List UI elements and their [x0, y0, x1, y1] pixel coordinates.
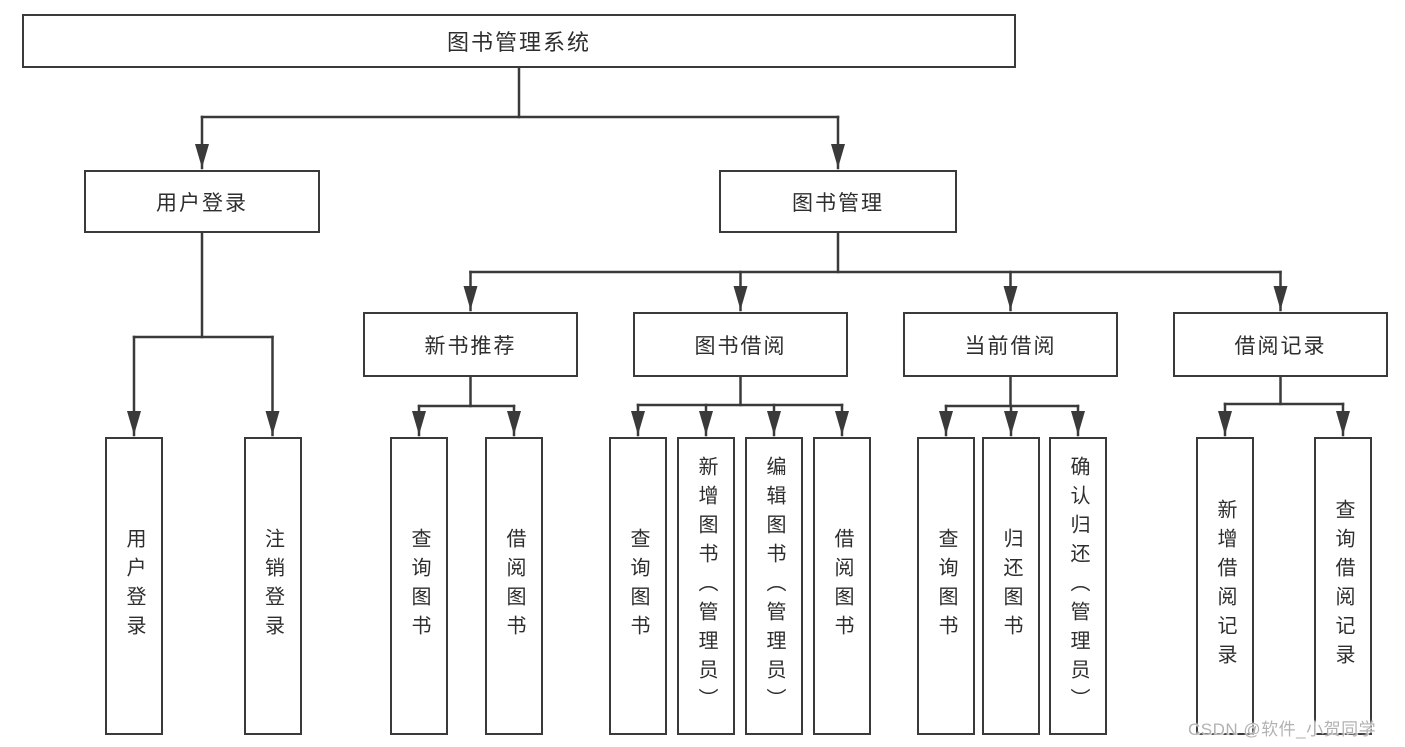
node-borrow-record: 借阅记录 [1173, 312, 1388, 377]
node-label: 新增图书（管理员） [695, 455, 717, 717]
node-root: 图书管理系统 [22, 14, 1016, 68]
node-new-book-rec: 新书推荐 [363, 312, 578, 377]
node-label: 图书管理 [792, 191, 884, 215]
node-user-login-leaf: 用户登录 [105, 437, 163, 735]
node-borrow-book-rec: 借阅图书 [485, 437, 543, 735]
node-add-book-admin: 新增图书（管理员） [677, 437, 735, 735]
node-label: 编辑图书（管理员） [763, 455, 785, 717]
node-label: 新增借阅记录 [1214, 499, 1236, 673]
csdn-watermark: CSDN @软件_小贺同学 [1188, 720, 1377, 739]
node-query-borrow-record: 查询借阅记录 [1314, 437, 1372, 735]
node-label: 查询图书 [935, 528, 957, 644]
node-query-book-rec: 查询图书 [390, 437, 448, 735]
node-label: 查询借阅记录 [1332, 499, 1354, 673]
node-query-book-borrow: 查询图书 [609, 437, 667, 735]
node-label: 新书推荐 [424, 334, 517, 358]
node-label: 查询图书 [627, 528, 649, 644]
node-label: 归还图书 [1000, 528, 1022, 644]
node-label: 借阅图书 [831, 528, 853, 644]
node-book-mgmt: 图书管理 [719, 170, 957, 233]
node-edit-book-admin: 编辑图书（管理员） [745, 437, 803, 735]
node-label: 用户登录 [123, 528, 145, 644]
node-label: 查询图书 [408, 528, 430, 644]
node-label: 图书借阅 [694, 334, 787, 358]
node-logout: 注销登录 [243, 437, 302, 735]
node-label: 借阅图书 [503, 528, 525, 644]
node-label: 确认归还（管理员） [1067, 455, 1089, 717]
node-label: 当前借阅 [964, 334, 1057, 358]
node-add-borrow-record: 新增借阅记录 [1196, 437, 1254, 735]
node-query-book-current: 查询图书 [917, 437, 975, 735]
node-label: 图书管理系统 [446, 30, 591, 55]
node-borrow-book: 借阅图书 [813, 437, 871, 735]
node-confirm-return-admin: 确认归还（管理员） [1049, 437, 1107, 735]
node-label: 用户登录 [156, 191, 248, 215]
node-label: 注销登录 [261, 528, 284, 644]
node-user-login: 用户登录 [84, 170, 320, 233]
node-return-book: 归还图书 [982, 437, 1040, 735]
node-label: 借阅记录 [1234, 334, 1327, 358]
node-current-borrow: 当前借阅 [903, 312, 1118, 377]
node-book-borrow: 图书借阅 [633, 312, 848, 377]
